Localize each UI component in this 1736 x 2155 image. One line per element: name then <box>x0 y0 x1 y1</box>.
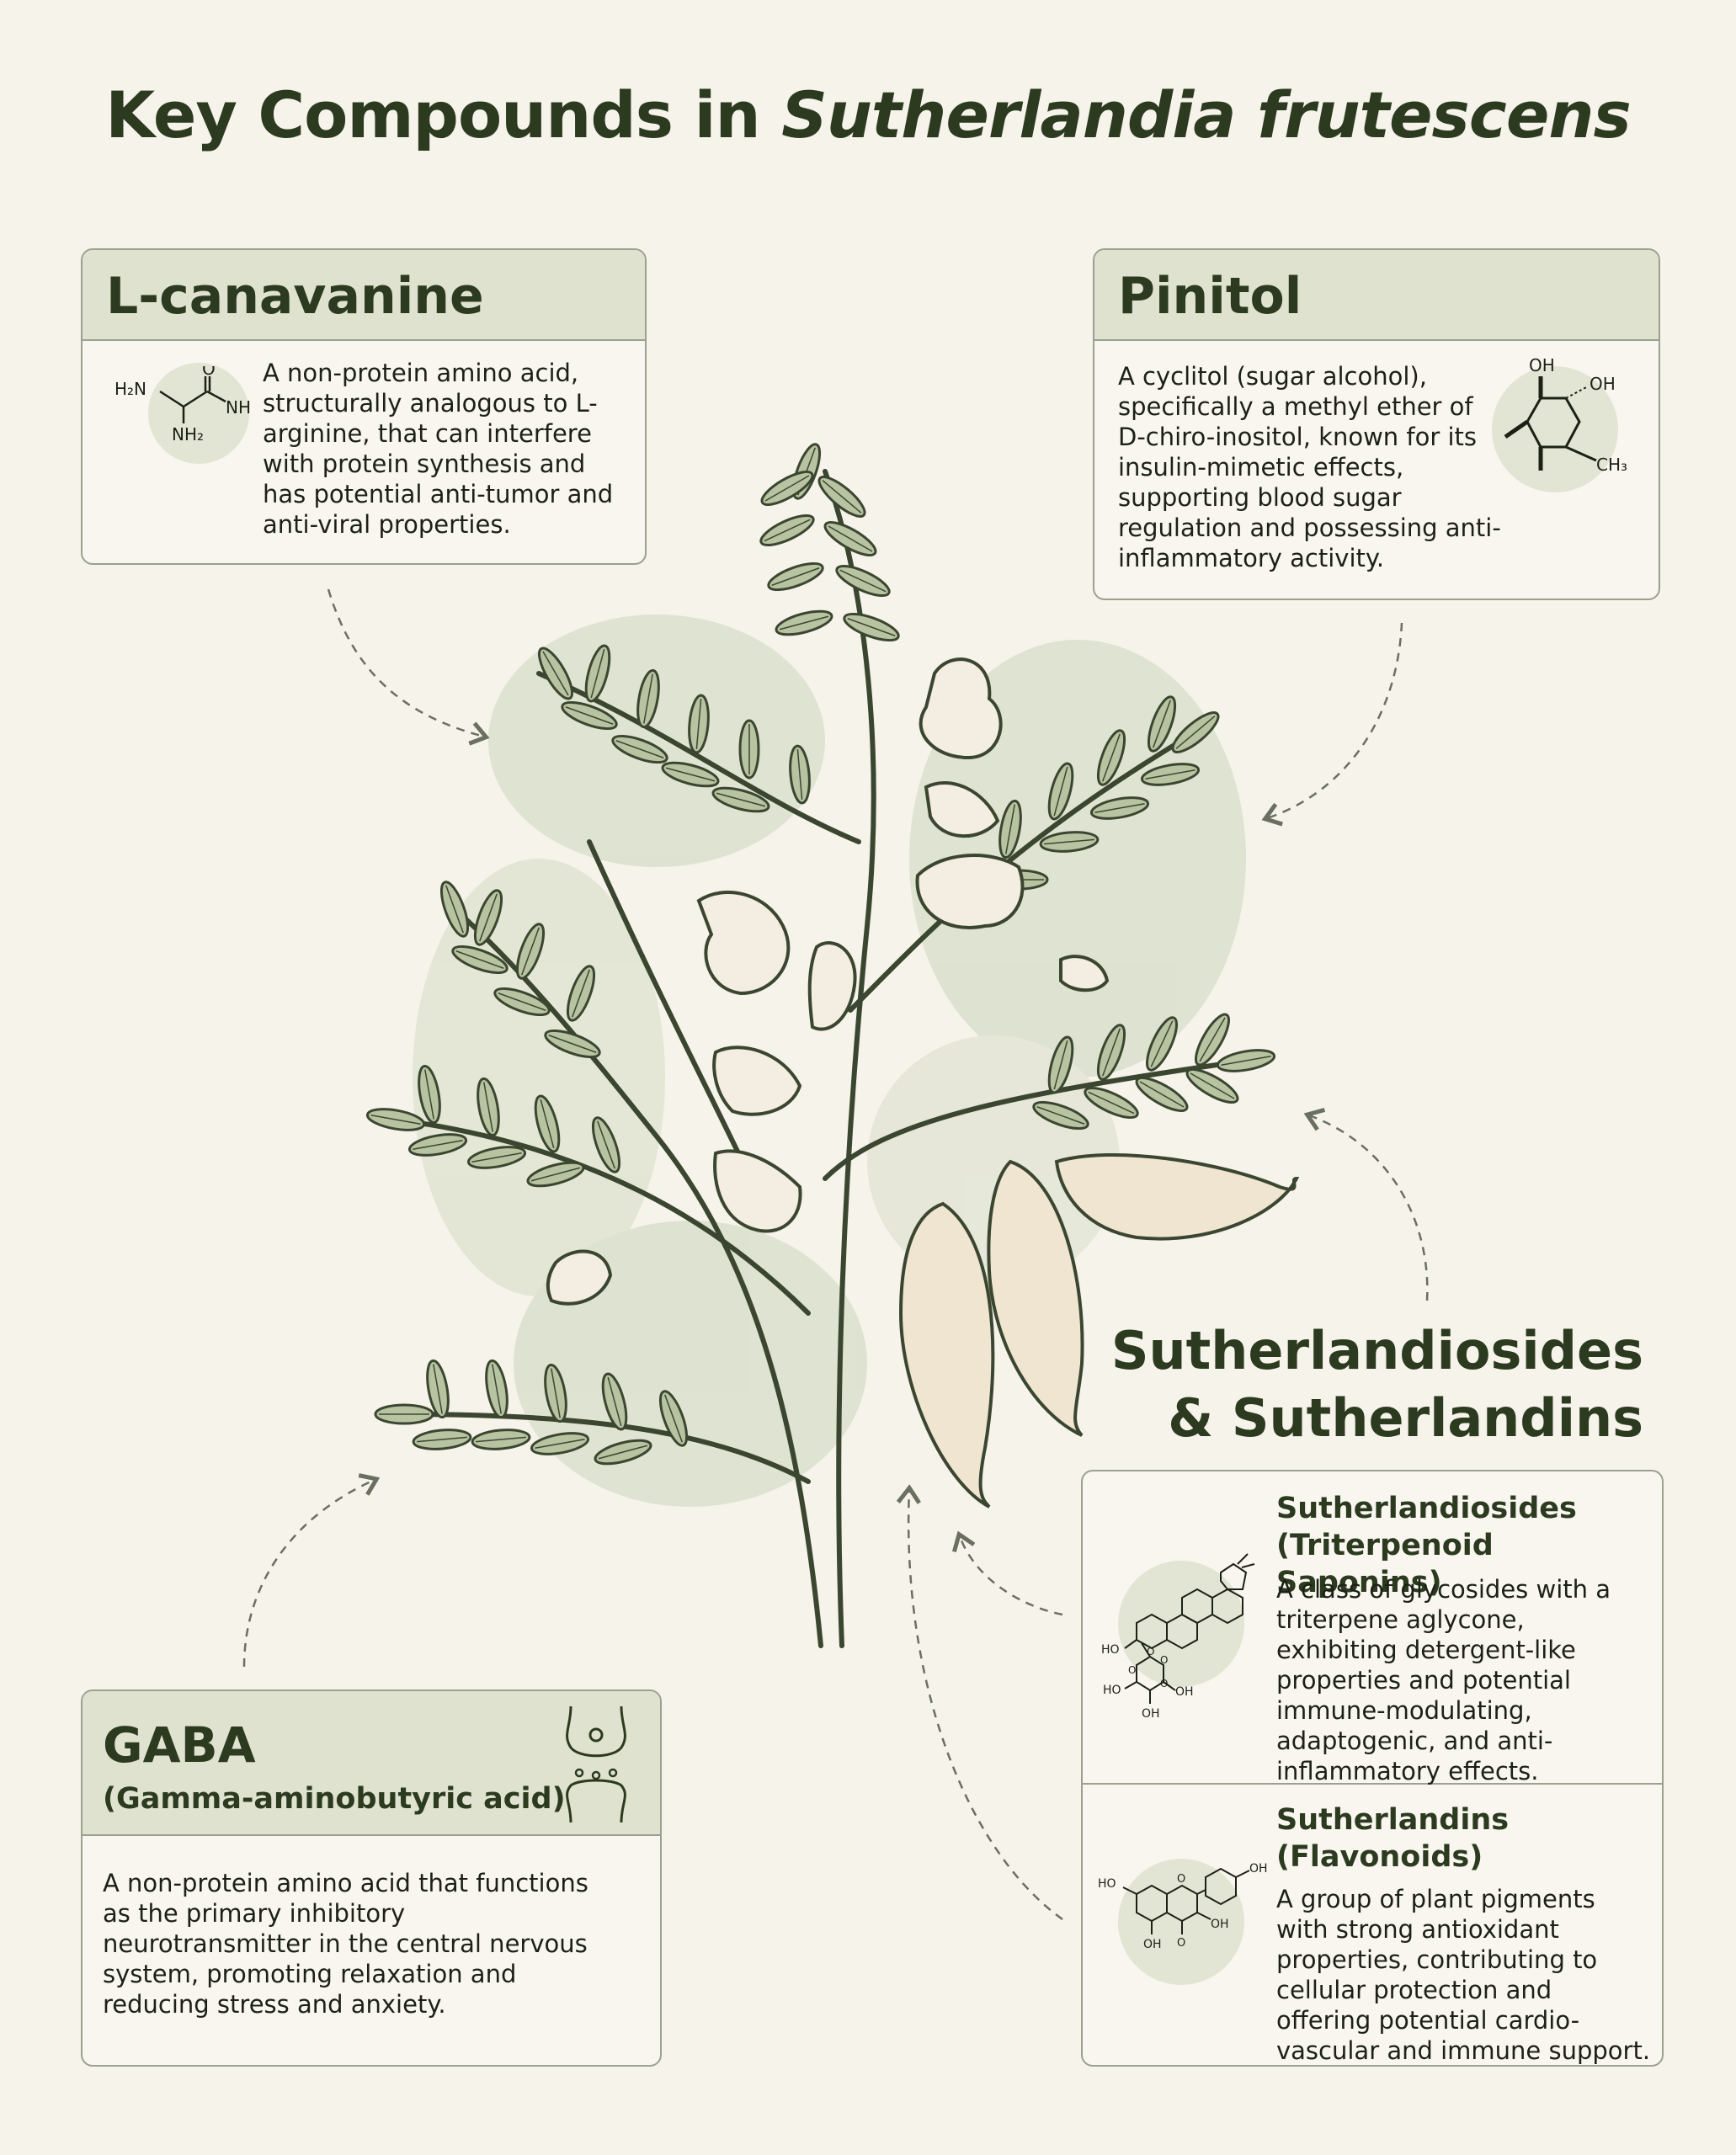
title-main: Key Compounds in <box>105 77 782 152</box>
sutherlandiosides-label-ho1: HO <box>1101 1643 1120 1657</box>
lcanavanine-structure-icon: O H₂N NH NH₂ <box>114 366 251 444</box>
sutherlandiosides-card: HO HO OH OH O O O O Sutherlandiosides (T… <box>1081 1470 1664 2067</box>
sutherlandins-section: HO OH OH OH O O Sutherlandins (Flavonoid… <box>1083 1785 1662 2065</box>
sutherlandiosides-description: A class of glycosides with a triterpene … <box>1276 1575 1611 1785</box>
pinitol-label-oh1: OH <box>1529 355 1555 375</box>
gaba-description: A non-protein amino acid that functions … <box>103 1869 588 2019</box>
title-italic: Sutherlandia frutescens <box>781 77 1632 152</box>
lcanavanine-card: L-canavanine O H₂N NH NH₂ A non-protein … <box>81 248 647 565</box>
arrow-sutherlandiosides <box>951 1530 1063 1616</box>
arrow-gaba <box>242 1473 381 1668</box>
sutherlandins-label-ho: HO <box>1098 1877 1116 1891</box>
sutherlandins-label-oh-mid: OH <box>1211 1918 1229 1931</box>
pinitol-label-ch3: CH₃ <box>1596 455 1627 475</box>
sutherlandiosides-label-ho2: HO <box>1103 1684 1121 1697</box>
sutherlandins-label-o-ring: O <box>1177 1873 1185 1886</box>
lcanavanine-label-o: O <box>202 366 216 379</box>
pinitol-header: Pinitol <box>1094 250 1659 341</box>
lcanavanine-heading: L-canavanine <box>106 267 484 326</box>
pinitol-heading: Pinitol <box>1118 267 1302 326</box>
sutherlandins-description: A group of plant pigments with strong an… <box>1276 1885 1651 2065</box>
gaba-heading: GABA <box>103 1716 256 1774</box>
sutherlandiosides-structure-icon: HO HO OH OH O O O O <box>1101 1553 1255 1721</box>
arrow-sutherlandiosides-top <box>1303 1108 1429 1301</box>
pinitol-card: Pinitol A cyclitol (sugar alcohol), spec… <box>1093 248 1660 600</box>
sutherlandins-title: Sutherlandins (Flavonoids) <box>1276 1801 1509 1876</box>
sutherlandins-structure-icon: HO OH OH OH O O <box>1098 1862 1268 1951</box>
gaba-subheading: (Gamma-aminobutyric acid) <box>103 1782 566 1816</box>
sutherlandins-label-o-keto: O <box>1177 1937 1185 1950</box>
group-heading-line2: & Sutherlandins <box>1168 1387 1643 1449</box>
arrow-pinitol <box>1261 622 1403 827</box>
sutherlandiosides-label-o4: O <box>1160 1678 1168 1689</box>
lcanavanine-structure-bg <box>148 363 249 464</box>
connector-arrows <box>242 588 1429 1921</box>
sutherlandiosides-label-o2: O <box>1160 1654 1168 1666</box>
sutherlandiosides-label-o1: O <box>1147 1646 1154 1657</box>
sutherlandiosides-label-o3: O <box>1128 1664 1136 1676</box>
arrow-lcanavanine <box>327 588 490 746</box>
gaba-card: GABA (Gamma-aminobutyric acid) A non-pro… <box>81 1689 662 2067</box>
sutherlandins-title-line2: (Flavonoids) <box>1276 1840 1483 1874</box>
sutherlandiosides-label-oh1: OH <box>1175 1685 1194 1699</box>
synapse-icon <box>566 1705 626 1823</box>
sutherlandins-title-line1: Sutherlandins <box>1276 1803 1510 1837</box>
gaba-header: GABA (Gamma-aminobutyric acid) <box>83 1691 660 1836</box>
sutherlandiosides-section: HO HO OH OH O O O O Sutherlandiosides (T… <box>1083 1471 1662 1785</box>
pinitol-structure-icon: OH OH CH₃ <box>1504 355 1627 475</box>
sutherlandiosides-group-heading: Sutherlandiosides & Sutherlandins <box>1111 1317 1643 1452</box>
sutherlandins-label-oh-top: OH <box>1249 1862 1268 1876</box>
sutherlandiosides-title-line1: Sutherlandiosides <box>1276 1492 1577 1525</box>
sutherlandiosides-title-line2: (Triterpenoid Saponins) <box>1276 1529 1494 1599</box>
sutherlandiosides-label-oh2: OH <box>1142 1707 1160 1721</box>
page-title: Key Compounds in Sutherlandia frutescens <box>0 77 1736 152</box>
pinitol-description: A cyclitol (sugar alcohol), specifically… <box>1118 362 1501 572</box>
group-heading-line1: Sutherlandiosides <box>1110 1320 1643 1381</box>
pinitol-label-oh2: OH <box>1590 374 1616 394</box>
sutherlandiosides-structure-bg <box>1118 1561 1244 1687</box>
lcanavanine-label-nh: NH <box>226 397 251 418</box>
sutherlandiosides-title: Sutherlandiosides (Triterpenoid Saponins… <box>1276 1490 1662 1601</box>
plant-pods <box>898 1152 1300 1508</box>
lcanavanine-header: L-canavanine <box>83 250 645 341</box>
sutherlandins-label-oh-bot: OH <box>1143 1938 1162 1951</box>
arrow-sutherlandins <box>896 1484 1063 1921</box>
lcanavanine-label-h2n: H₂N <box>114 379 146 399</box>
lcanavanine-description: A non-protein amino acid, structurally a… <box>263 359 614 539</box>
lcanavanine-label-nh2: NH₂ <box>172 424 204 444</box>
plant-flowers <box>546 657 1110 1306</box>
